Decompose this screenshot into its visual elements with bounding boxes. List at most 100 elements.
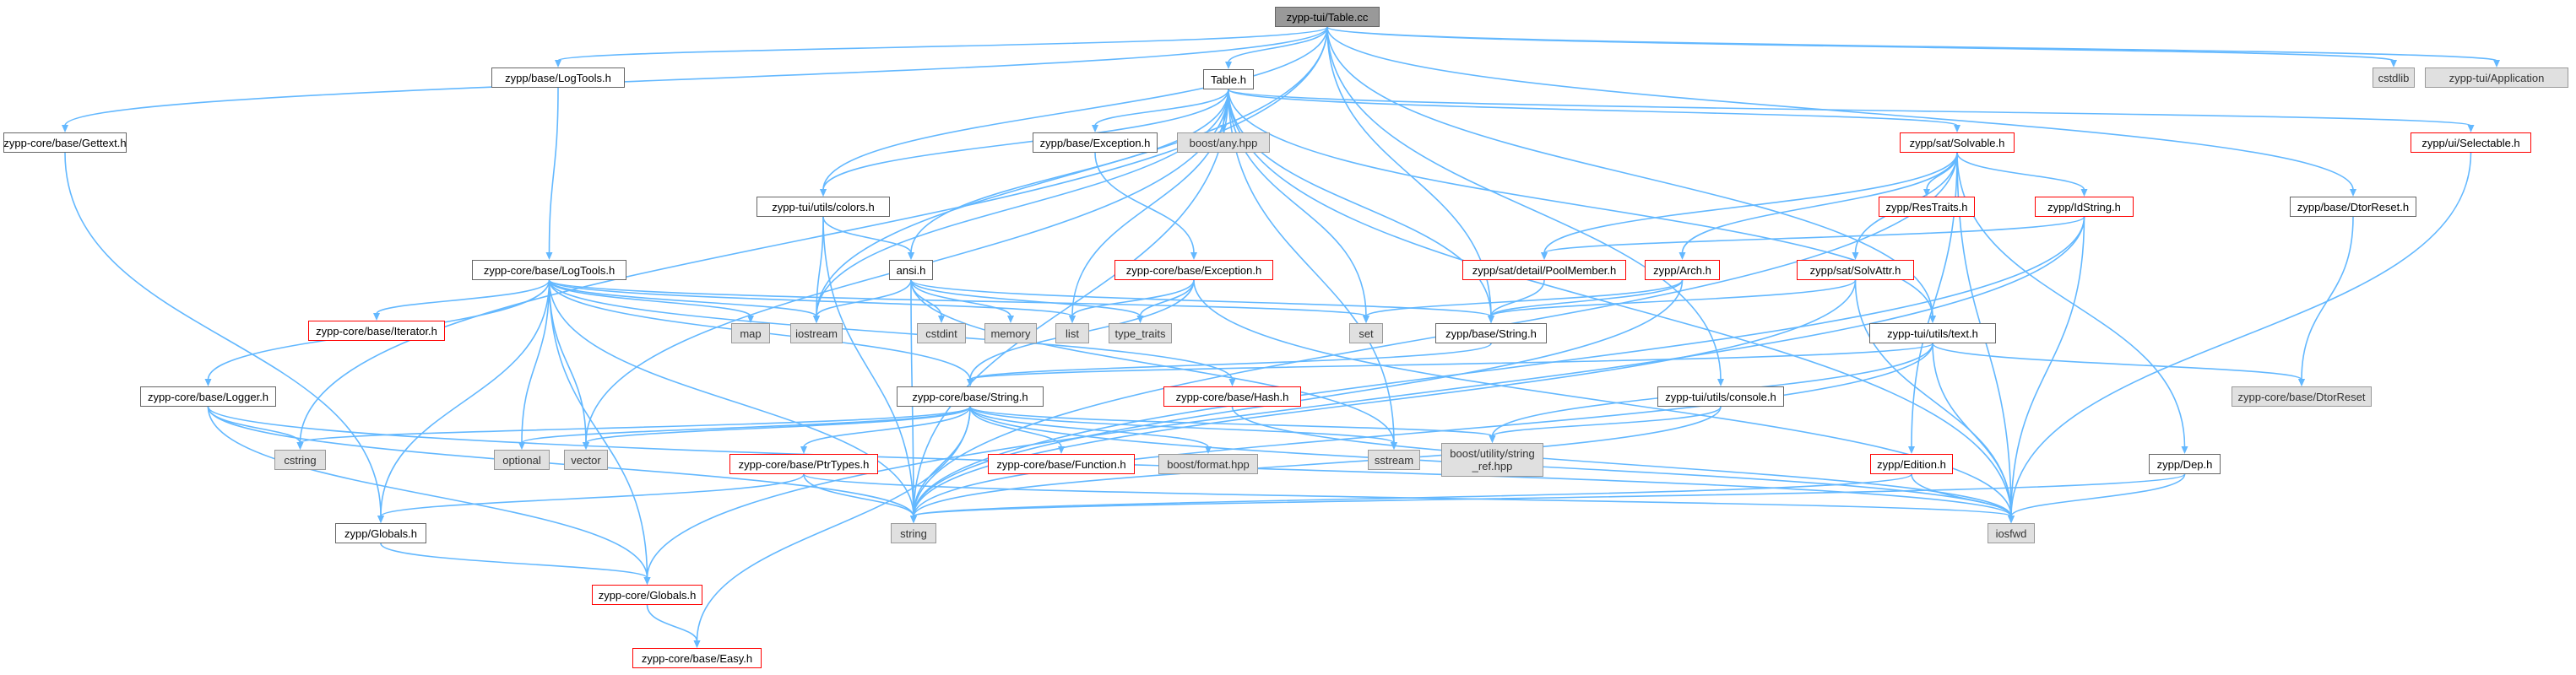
edge-solvattr-to-string_b <box>1490 279 1857 317</box>
graph-node-iterator[interactable]: zypp-core/base/Iterator.h <box>308 321 445 341</box>
edge-exception_c-to-list <box>1071 279 1195 317</box>
graph-node-globals-c[interactable]: zypp-core/Globals.h <box>592 585 702 605</box>
graph-node-application: zypp-tui/Application <box>2425 68 2568 88</box>
graph-node-memory: memory <box>984 323 1037 343</box>
edge-logtools_c-to-hash <box>548 279 1234 381</box>
edge-root-to-gettext <box>64 26 1328 127</box>
graph-node-root[interactable]: zypp-tui/Table.cc <box>1275 7 1380 27</box>
edge-root-to-dtorreset_b <box>1326 26 2354 191</box>
edge-string_c-to-stringref <box>969 406 1494 437</box>
graph-node-text[interactable]: zypp-tui/utils/text.h <box>1869 323 1996 343</box>
graph-node-table-h[interactable]: Table.h <box>1203 69 1254 89</box>
edge-table_h-to-list <box>1071 89 1229 317</box>
edge-arrowhead-text-to-string_c <box>967 379 973 386</box>
edge-root-to-cstring <box>299 26 1328 444</box>
edge-arrowhead-text-to-dtorreset_c <box>2298 379 2305 386</box>
edge-idstring-to-poolmember <box>1543 216 2085 254</box>
edge-logtools_c-to-set <box>548 279 1367 317</box>
edge-ansi-to-iostream <box>816 279 912 317</box>
edge-table_h-to-iosfwd <box>1228 89 2012 517</box>
edge-arrowhead-table_h-to-solvable <box>1954 125 1960 132</box>
edge-arrowhead-solvable-to-restraits <box>1923 189 1930 197</box>
graph-node-vector: vector <box>564 450 608 470</box>
edge-gettext-to-globals_z <box>64 152 382 517</box>
graph-node-colors[interactable]: zypp-tui/utils/colors.h <box>757 197 890 217</box>
graph-node-poolmember[interactable]: zypp/sat/detail/PoolMember.h <box>1462 260 1626 280</box>
edge-arrowhead-string_c-to-ptrtypes <box>800 446 807 454</box>
edge-edition-to-string <box>913 473 1912 517</box>
graph-node-dep[interactable]: zypp/Dep.h <box>2149 454 2221 474</box>
edge-exception_c-to-type_traits <box>1139 279 1195 317</box>
graph-node-logger[interactable]: zypp-core/base/Logger.h <box>140 386 276 407</box>
graph-node-string-c[interactable]: zypp-core/base/String.h <box>897 386 1044 407</box>
graph-node-globals-z[interactable]: zypp/Globals.h <box>335 523 426 543</box>
edge-string_b-to-string_c <box>969 343 1492 381</box>
edge-text-to-dtorreset_c <box>1932 343 2302 381</box>
edge-arrowhead-dep-to-string <box>910 516 917 523</box>
edge-arrowhead-console-to-stringref <box>1489 435 1496 443</box>
edge-colors-to-string <box>822 216 914 517</box>
graph-node-exception-b[interactable]: zypp/base/Exception.h <box>1033 132 1158 153</box>
edge-root-to-iostream <box>816 26 1328 317</box>
graph-node-string-b[interactable]: zypp/base/String.h <box>1435 323 1547 343</box>
graph-node-logtools-c[interactable]: zypp-core/base/LogTools.h <box>472 260 626 280</box>
edge-arrowhead-root-to-dtorreset_b <box>2350 189 2356 197</box>
edge-ptrtypes-to-string <box>803 473 914 517</box>
graph-node-selectable[interactable]: zypp/ui/Selectable.h <box>2411 132 2531 153</box>
edge-idstring-to-string <box>913 216 2085 517</box>
edge-logger-to-string <box>207 406 914 517</box>
edge-logger-to-cstring <box>207 406 301 444</box>
edge-table_h-to-selectable <box>1228 89 2472 127</box>
edge-arrowhead-root-to-application <box>2493 60 2500 68</box>
edge-logtools_c-to-globals_z <box>380 279 550 517</box>
edge-arrowhead-solvable-to-solvattr <box>1852 252 1859 260</box>
graph-node-cstdint: cstdint <box>917 323 966 343</box>
graph-node-map: map <box>731 323 770 343</box>
graph-node-console[interactable]: zypp-tui/utils/console.h <box>1657 386 1784 407</box>
graph-node-ansi[interactable]: ansi.h <box>889 260 933 280</box>
graph-node-solvattr[interactable]: zypp/sat/SolvAttr.h <box>1797 260 1914 280</box>
graph-node-dtorreset-b[interactable]: zypp/base/DtorReset.h <box>2290 197 2416 217</box>
edge-arrowhead-solvable-to-arch <box>1678 252 1686 260</box>
graph-node-edition[interactable]: zypp/Edition.h <box>1870 454 1953 474</box>
edge-arrowhead-colors-to-ansi <box>908 252 914 260</box>
graph-node-arch[interactable]: zypp/Arch.h <box>1645 260 1720 280</box>
edge-arrowhead-table_h-to-selectable <box>2467 125 2475 132</box>
edge-table_h-to-colors <box>822 89 1229 191</box>
edge-solvable-to-idstring <box>1956 152 2085 191</box>
graph-node-exception-c[interactable]: zypp-core/base/Exception.h <box>1114 260 1273 280</box>
edge-string_c-to-cstring <box>299 406 971 444</box>
graph-node-ptrtypes[interactable]: zypp-core/base/PtrTypes.h <box>729 454 878 474</box>
edge-arrowhead-idstring-to-poolmember <box>1541 252 1548 260</box>
graph-node-solvable[interactable]: zypp/sat/Solvable.h <box>1900 132 2015 153</box>
edge-console-to-stringref <box>1491 406 1722 437</box>
edge-arrowhead-logtools_c-to-map <box>747 316 754 323</box>
graph-node-logtools-b[interactable]: zypp/base/LogTools.h <box>491 68 625 88</box>
graph-node-hash[interactable]: zypp-core/base/Hash.h <box>1163 386 1301 407</box>
graph-node-gettext[interactable]: zypp-core/base/Gettext.h <box>3 132 127 153</box>
graph-node-restraits[interactable]: zypp/ResTraits.h <box>1879 197 1975 217</box>
edge-arrowhead-exception_b-to-exception_c <box>1190 252 1197 260</box>
edge-arrowhead-table_h-to-exception_b <box>1092 125 1098 132</box>
edge-logtools_c-to-optional <box>521 279 550 444</box>
edge-logtools_b-to-logtools_c <box>548 87 559 254</box>
graph-node-iosfwd: iosfwd <box>1988 523 2035 543</box>
edge-arrowhead-root-to-gettext <box>62 125 68 132</box>
edge-solvable-to-arch <box>1681 152 1958 254</box>
edge-ansi-to-sstream <box>910 279 1395 444</box>
graph-node-function[interactable]: zypp-core/base/Function.h <box>988 454 1135 474</box>
edge-arrowhead-globals_c-to-easy <box>693 640 701 648</box>
edge-hash-to-iosfwd <box>1231 406 2012 517</box>
edge-logtools_c-to-list <box>548 279 1073 317</box>
edge-logtools_c-to-iostream <box>548 279 817 317</box>
graph-node-cstring: cstring <box>274 450 326 470</box>
edge-solvable-to-poolmember <box>1543 152 1958 254</box>
graph-node-easy[interactable]: zypp-core/base/Easy.h <box>632 648 762 668</box>
edge-solvattr-to-string <box>913 279 1857 517</box>
edge-arrowhead-globals_z-to-globals_c <box>643 577 651 585</box>
graph-node-idstring[interactable]: zypp/IdString.h <box>2035 197 2134 217</box>
edge-root-to-logtools_b <box>557 26 1328 62</box>
edge-arrowhead-ansi-to-type_traits <box>1136 316 1144 323</box>
edge-arrowhead-root-to-logtools_b <box>555 60 561 68</box>
